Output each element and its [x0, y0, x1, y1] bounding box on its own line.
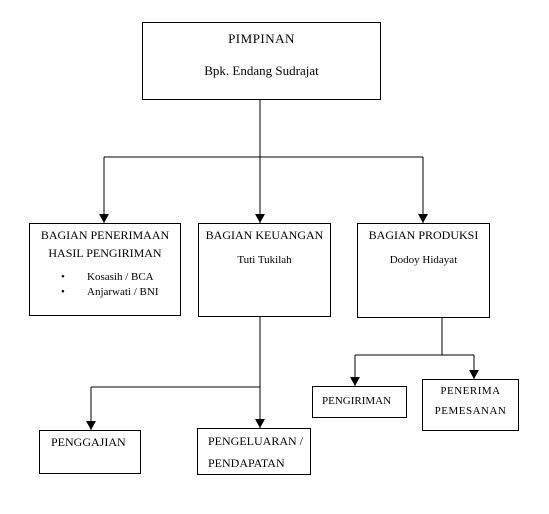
node-pengeluaran-line1: PENGELUARAN /	[208, 434, 303, 448]
node-pimpinan-title: PIMPINAN	[228, 31, 295, 46]
node-pimpinan-name: Bpk. Endang Sudrajat	[204, 63, 319, 78]
node-pengeluaran-line2: PENDAPATAN	[208, 456, 285, 470]
node-keuangan-name: Tuti Tukilah	[237, 254, 292, 266]
staff-item: Kosasih / BCA	[61, 270, 158, 285]
node-produksi	[357, 223, 490, 318]
staff-item: Anjarwati / BNI	[61, 285, 158, 300]
node-penggajian	[39, 430, 141, 474]
node-keuangan	[198, 223, 331, 317]
node-pemesanan-line2: PEMESANAN	[434, 405, 507, 417]
node-pengiriman-title: PENGIRIMAN	[322, 395, 392, 407]
node-keuangan-title: BAGIAN KEUANGAN	[205, 228, 324, 242]
node-pemesanan	[422, 379, 519, 431]
node-penerimaan-line2: HASIL PENGIRIMAN	[48, 246, 162, 260]
node-pengeluaran	[197, 428, 311, 475]
node-pemesanan-line1: PENERIMA	[440, 385, 501, 397]
node-pengiriman	[312, 386, 407, 418]
node-penggajian-title: PENGGAJIAN	[51, 435, 126, 449]
node-produksi-name: Dodoy Hidayat	[389, 254, 458, 266]
node-produksi-title: BAGIAN PRODUKSI	[368, 228, 479, 242]
node-penerimaan-staff-list: Kosasih / BCA Anjarwati / BNI	[61, 270, 158, 300]
node-penerimaan-line1: BAGIAN PENERIMAAN	[40, 228, 170, 242]
node-pimpinan	[142, 22, 381, 100]
